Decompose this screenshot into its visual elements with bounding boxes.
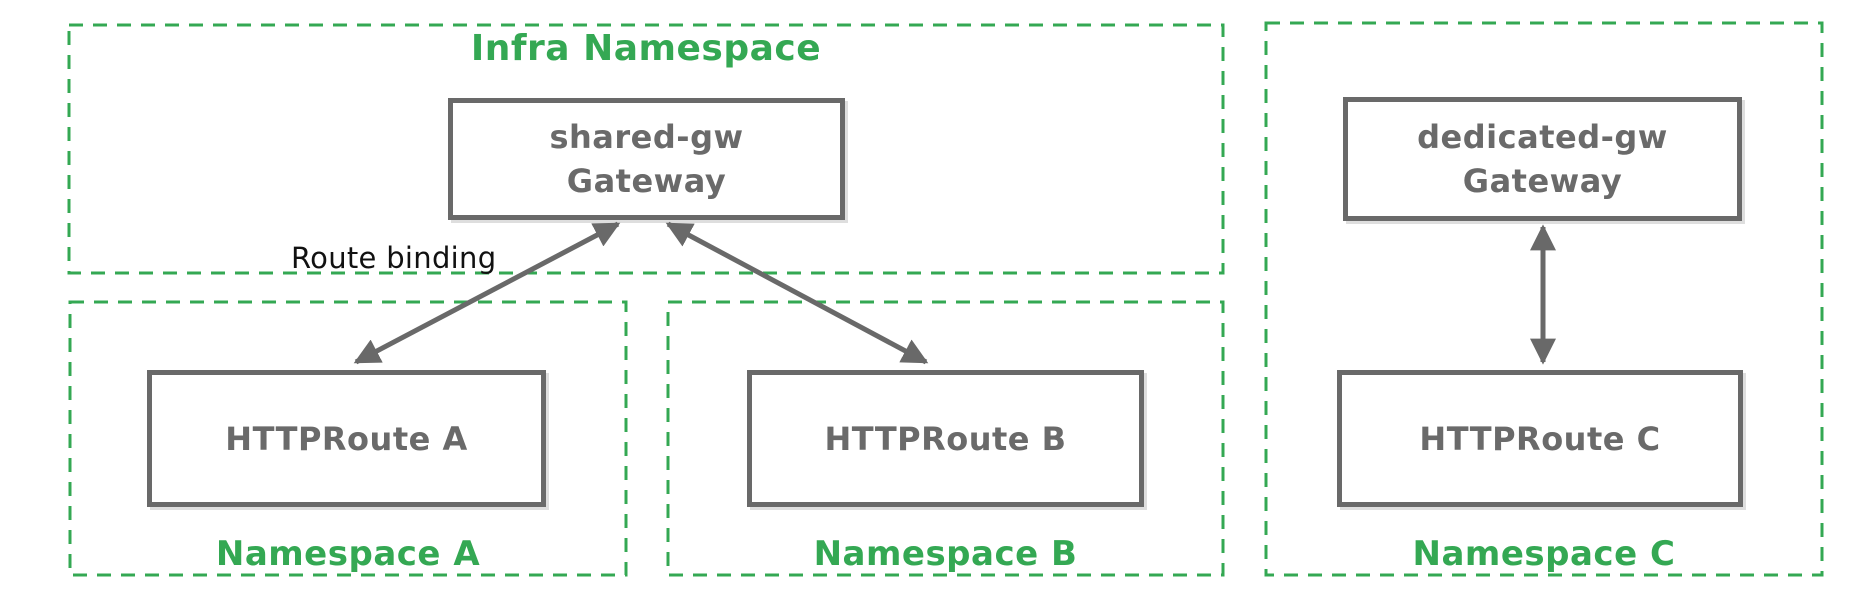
namespace-b-border [666,300,1225,577]
namespace-a-border [68,300,628,577]
httproute-a-node-label: HTTPRoute A [225,419,468,458]
shared-gw-gateway-node: shared-gw Gateway [448,98,845,220]
namespace-a-label: Namespace A [215,534,481,574]
edge-route-b-to-shared-gw [665,221,929,365]
shared-gw-gateway-node-label: shared-gw Gateway [549,115,743,203]
dedicated-gw-gateway-node-label: dedicated-gw Gateway [1417,115,1668,203]
httproute-b-node: HTTPRoute B [747,370,1144,507]
namespace-c-label: Namespace C [1412,534,1676,574]
infra-namespace-border [67,23,1225,275]
dedicated-gw-gateway-node: dedicated-gw Gateway [1343,97,1742,221]
shared-gw-name: shared-gw [549,118,744,156]
route-binding-annotation: Route binding [291,241,497,275]
edge-route-a-to-shared-gw [353,221,621,365]
httproute-c-node: HTTPRoute C [1337,370,1743,507]
httproute-c-node-label: HTTPRoute C [1419,419,1661,458]
namespace-b-label: Namespace B [813,534,1078,574]
httproute-a-node: HTTPRoute A [147,370,546,507]
dedicated-gw-kind: Gateway [1462,162,1623,200]
httproute-b-node-label: HTTPRoute B [824,419,1067,458]
infra-namespace-label: Infra Namespace [470,28,822,69]
dedicated-gw-name: dedicated-gw [1417,118,1668,156]
namespace-c-border [1264,21,1824,577]
shared-gw-kind: Gateway [566,162,727,200]
